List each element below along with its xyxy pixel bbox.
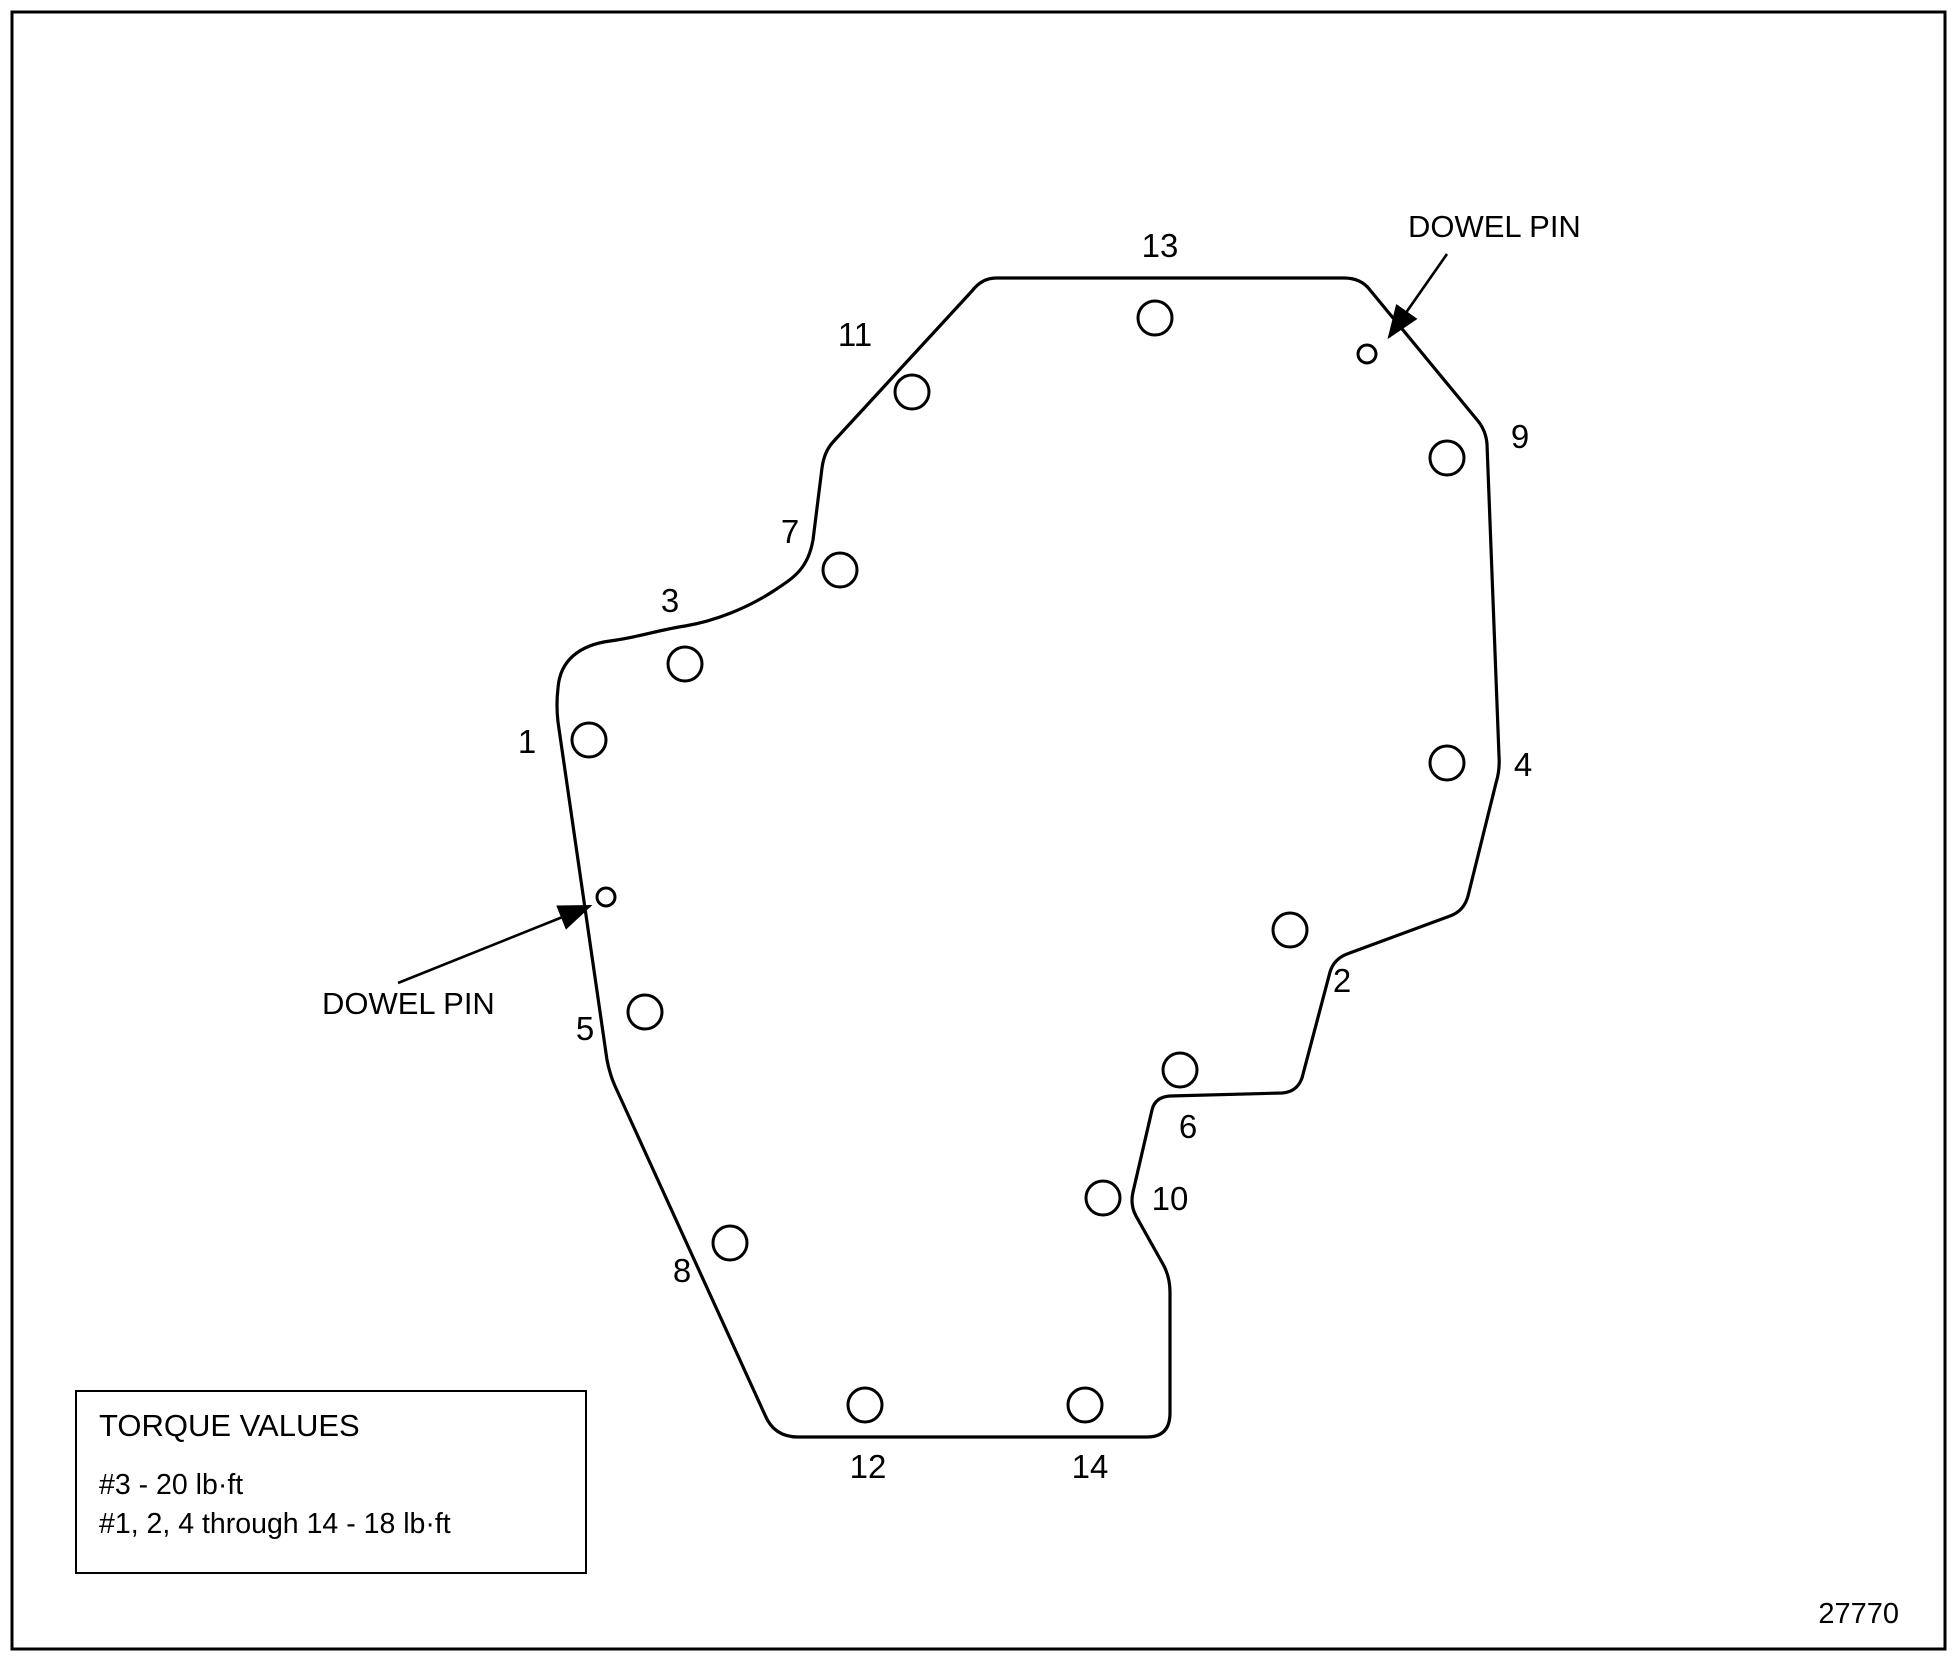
bolt-hole-10 (1084, 1179, 1122, 1217)
bolt-hole-group-8: 8 (673, 1224, 749, 1289)
bolt-number-9: 9 (1511, 418, 1529, 455)
dowel-pin-label: DOWEL PIN (1408, 209, 1581, 244)
bolt-hole-group-4: 4 (1428, 744, 1532, 783)
figure-border (10, 10, 1947, 1651)
dowel-pin-label: DOWEL PIN (322, 986, 495, 1021)
bolt-hole-1 (570, 721, 608, 759)
bolt-hole-9 (1428, 439, 1466, 477)
bolt-number-12: 12 (850, 1448, 887, 1485)
cover-outline (555, 276, 1501, 1439)
bolt-hole-14 (1066, 1386, 1104, 1424)
dowel-pin-arrow (1387, 253, 1449, 340)
bolt-number-3: 3 (661, 582, 679, 619)
bolt-hole-group-2: 2 (1271, 911, 1351, 999)
bolt-hole-2 (1271, 911, 1309, 949)
torque-values-title: TORQUE VALUES (99, 1408, 360, 1443)
bolt-hole-13 (1136, 299, 1174, 337)
bolt-number-11: 11 (838, 316, 872, 353)
bolt-hole-group-7: 7 (781, 513, 859, 589)
bolt-hole-6 (1161, 1051, 1199, 1089)
bolt-number-8: 8 (673, 1252, 691, 1289)
bolt-hole-group-9: 9 (1428, 418, 1529, 477)
bolt-number-1: 1 (518, 723, 536, 760)
bolt-hole-group-6: 6 (1161, 1051, 1199, 1145)
bolt-hole-8 (711, 1224, 749, 1262)
bolt-hole-group-3: 3 (661, 582, 704, 683)
bolt-hole-group-10: 10 (1084, 1179, 1189, 1217)
bolt-hole-12 (846, 1386, 884, 1424)
bolt-hole-group-5: 5 (576, 993, 664, 1047)
torque-value-line-2: #1, 2, 4 through 14 - 18 lb·ft (99, 1508, 451, 1541)
bolt-number-10: 10 (1152, 1180, 1189, 1217)
bolt-hole-group-13: 13 (1136, 227, 1179, 337)
bolt-number-4: 4 (1514, 746, 1532, 783)
dowel-pin-arrow (397, 904, 593, 985)
bolt-number-5: 5 (576, 1010, 594, 1047)
bolt-hole-group-11: 11 (838, 316, 931, 411)
bolt-hole-4 (1428, 744, 1466, 782)
bolt-hole-group-1: 1 (518, 721, 608, 760)
bolt-number-13: 13 (1142, 227, 1179, 264)
dowel-pin-hole (595, 886, 617, 908)
dowel-pin-hole (1356, 343, 1378, 365)
bolt-number-2: 2 (1333, 962, 1351, 999)
bolt-number-14: 14 (1072, 1448, 1109, 1485)
bolt-number-7: 7 (781, 513, 799, 550)
bolt-hole-5 (626, 993, 664, 1031)
bolt-hole-11 (893, 373, 931, 411)
dowel-pin-group-1: DOWEL PIN (1356, 209, 1581, 365)
bolt-hole-3 (666, 645, 704, 683)
bolt-number-6: 6 (1179, 1108, 1197, 1145)
bolt-hole-group-12: 12 (846, 1386, 887, 1485)
bolt-hole-7 (821, 551, 859, 589)
torque-value-line-1: #3 - 20 lb·ft (99, 1469, 244, 1501)
bolt-hole-group-14: 14 (1066, 1386, 1109, 1485)
dowel-pin-group-2: DOWEL PIN (322, 886, 617, 1021)
torque-values-box: TORQUE VALUES #3 - 20 lb·ft #1, 2, 4 thr… (75, 1390, 587, 1574)
figure-number: 27770 (1818, 1598, 1899, 1630)
